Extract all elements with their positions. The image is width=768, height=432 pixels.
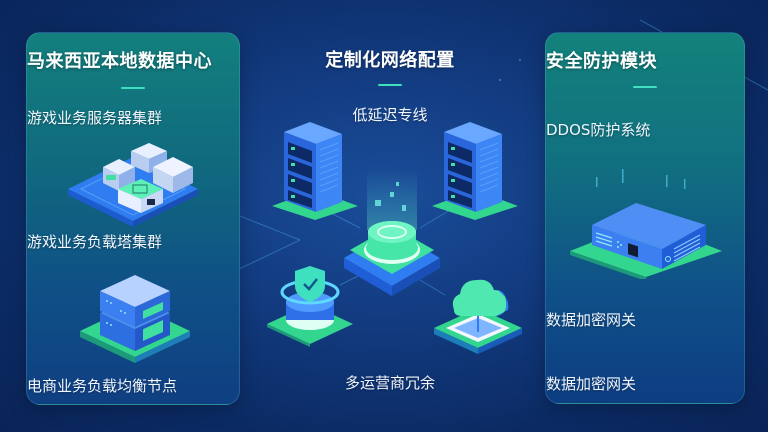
shield-icon <box>265 262 355 347</box>
title-divider <box>121 87 145 89</box>
multi-carrier-redundancy-label: 多运营商冗余 <box>344 374 435 392</box>
ecommerce-load-balance-node-label: 电商业务负载均衡节点 <box>27 377 178 395</box>
network-config-section: 定制化网络配置 低延迟专线 多运营商冗余 <box>280 32 500 412</box>
ddos-protection-label: DDOS防护系统 <box>546 121 651 139</box>
security-panel: 安全防护模块 DDOS防护系统 数据加密网关 数据加密 <box>545 32 745 404</box>
server-cluster-icon <box>63 137 203 227</box>
title-divider <box>633 86 657 88</box>
datacenter-title: 马来西亚本地数据中心 <box>27 51 212 72</box>
server-tower-icon <box>430 120 520 220</box>
cloud-icon <box>432 270 524 355</box>
title-divider <box>378 84 402 86</box>
firewall-appliance-icon <box>566 169 726 279</box>
security-title: 安全防护模块 <box>546 51 657 72</box>
network-hub-icon <box>342 170 442 300</box>
game-server-cluster-label: 游戏业务服务器集群 <box>27 109 163 127</box>
datacenter-panel: 马来西亚本地数据中心 游戏业务服务器集群 <box>26 32 240 405</box>
network-config-title: 定制化网络配置 <box>325 50 455 71</box>
server-tower-icon <box>270 120 360 220</box>
game-load-tower-cluster-label: 游戏业务负载塔集群 <box>27 233 163 251</box>
data-encryption-gateway-label-2: 数据加密网关 <box>546 375 637 393</box>
data-encryption-gateway-label: 数据加密网关 <box>546 311 637 329</box>
low-latency-line-label: 低延迟专线 <box>352 106 428 124</box>
load-balancer-icon <box>75 265 195 365</box>
